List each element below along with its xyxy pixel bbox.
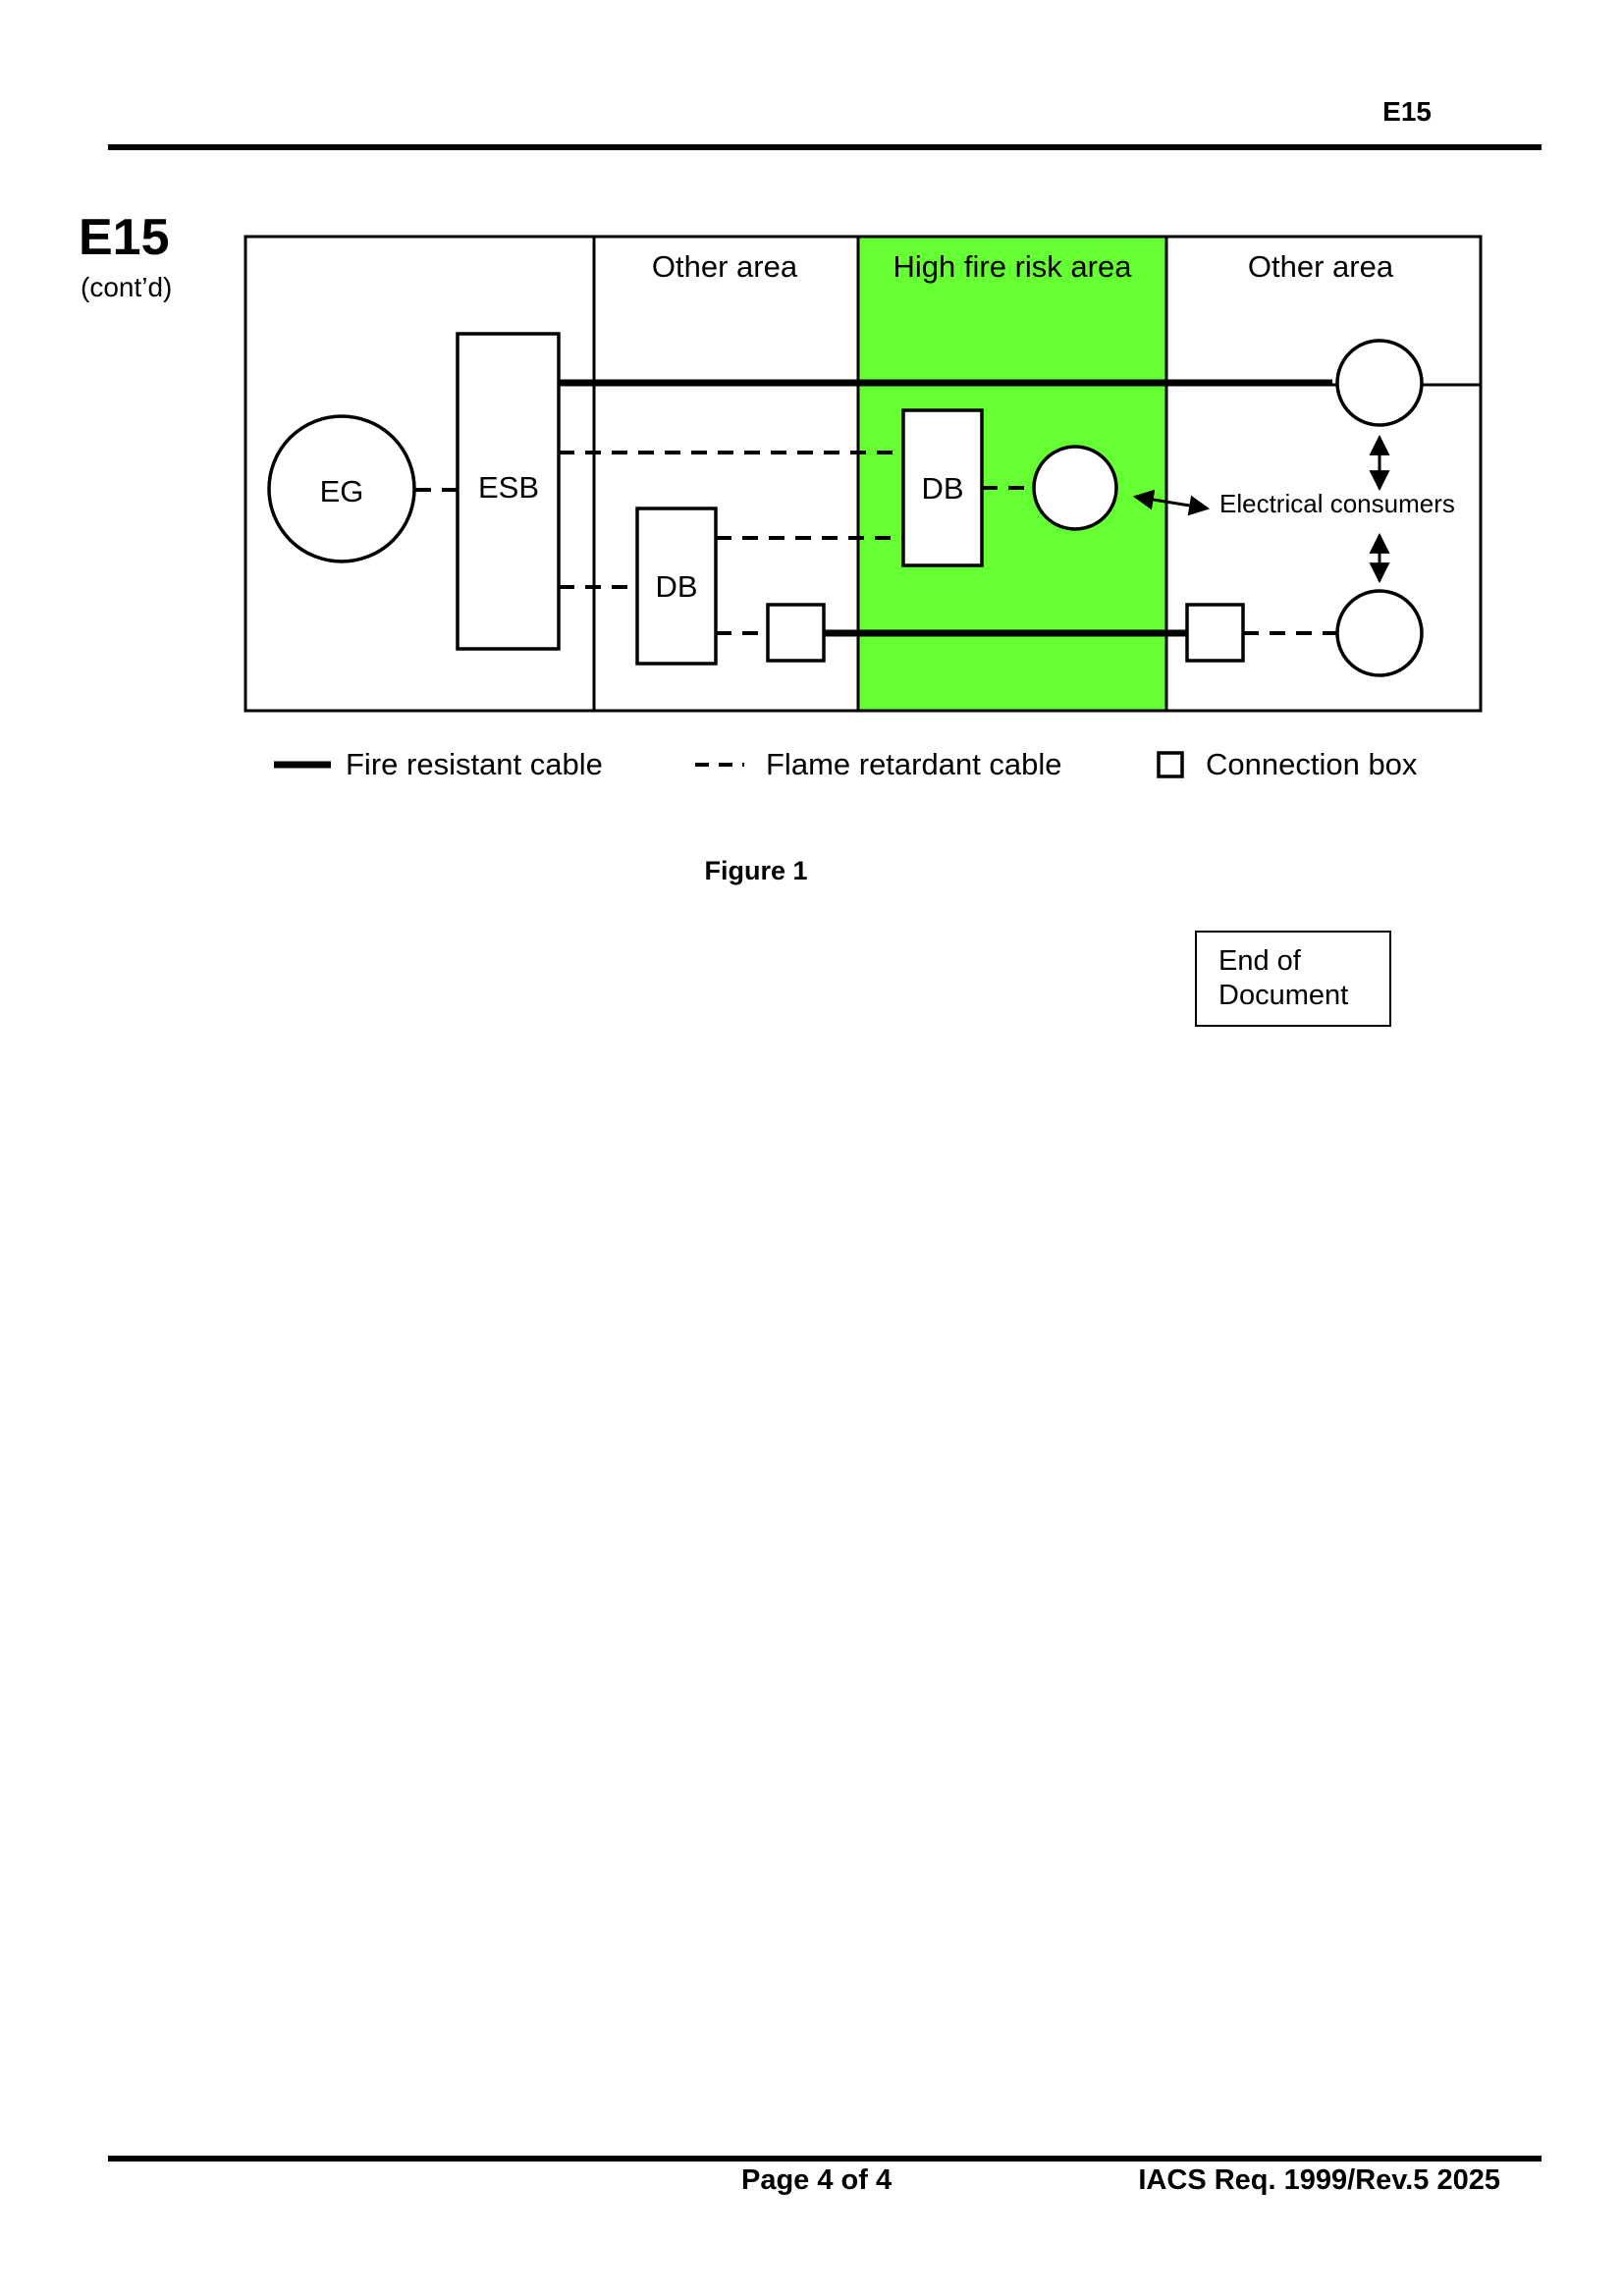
- end-of-document-line2: Document: [1218, 980, 1349, 1011]
- consumers-label: Electrical consumers: [1219, 489, 1455, 518]
- end-of-document-line1: End of: [1218, 945, 1301, 977]
- legend-fire-resistant-label: Fire resistant cable: [346, 747, 603, 781]
- area-label-other-left: Other area: [652, 249, 798, 284]
- area-label-high-risk: High fire risk area: [893, 249, 1133, 284]
- connection-box-right: [1185, 603, 1245, 663]
- footer-page-number: Page 4 of 4: [741, 2164, 893, 2196]
- end-of-document-box: End of Document: [1195, 931, 1391, 1027]
- consumer-circle-bottom-right: [1335, 589, 1424, 677]
- header-rule: [108, 144, 1542, 150]
- connection-box-left: [766, 603, 826, 663]
- section-continued: (cont’d): [81, 272, 173, 302]
- consumer-circle-top-right: [1335, 339, 1424, 427]
- legend-connection-box-label: Connection box: [1206, 747, 1418, 781]
- cable-routing-diagram: Other area High fire risk area Other are…: [243, 235, 1483, 781]
- footer-document-id: IACS Req. 1999/Rev.5 2025: [1138, 2164, 1500, 2196]
- section-code: E15: [79, 209, 170, 266]
- area-label-other-right: Other area: [1248, 249, 1394, 284]
- db-other-label: DB: [655, 569, 697, 604]
- db-other-box: [635, 507, 718, 666]
- footer-rule: [108, 2156, 1542, 2162]
- db-high-box: [901, 408, 984, 567]
- generator-label: EG: [320, 474, 364, 508]
- esb-box: [456, 332, 561, 651]
- diagram-frame: [243, 235, 1483, 713]
- consumer-arrow-high: [1132, 489, 1211, 516]
- db-high-label: DB: [921, 471, 963, 506]
- consumer-circle-high: [1032, 445, 1118, 531]
- esb-label: ESB: [478, 470, 539, 505]
- legend-flame-retardant-label: Flame retardant cable: [766, 747, 1062, 781]
- legend-connection-box-swatch: [1157, 751, 1184, 778]
- header-code: E15: [1382, 96, 1432, 127]
- figure-caption: Figure 1: [704, 856, 808, 885]
- generator-circle: [267, 414, 416, 563]
